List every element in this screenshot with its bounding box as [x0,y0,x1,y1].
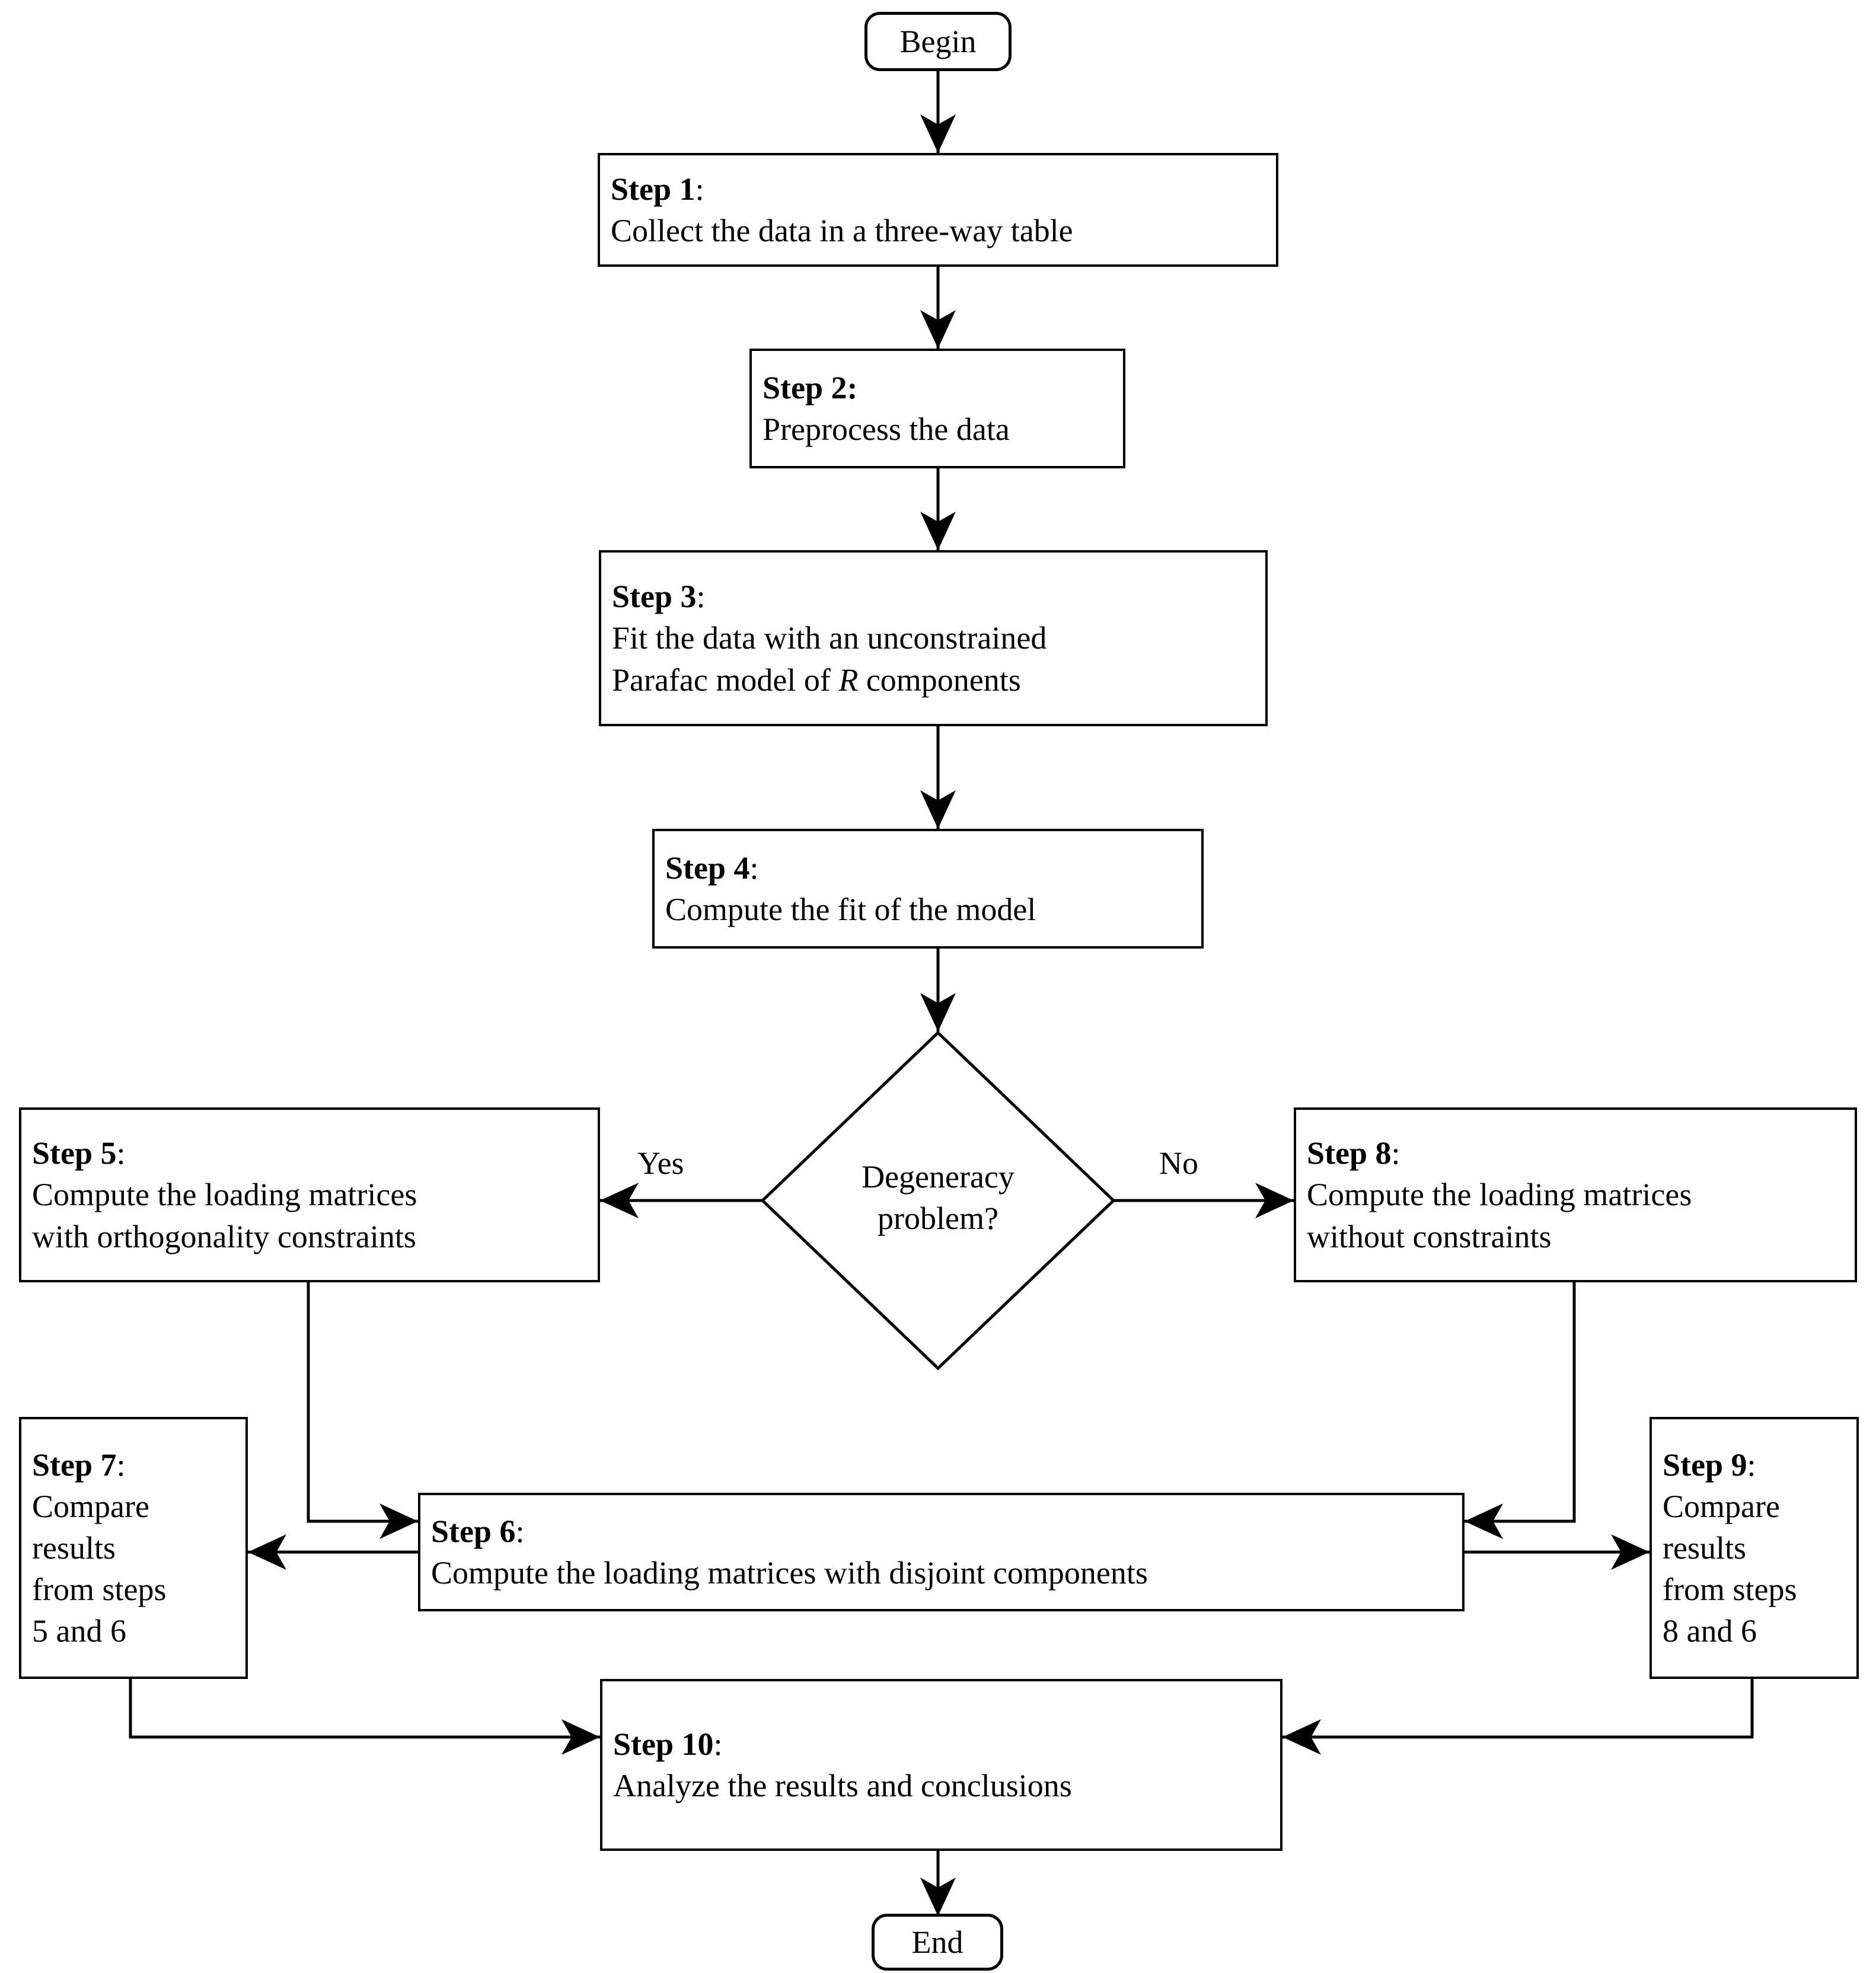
step4-heading: Step 4: [665,850,759,886]
step9-heading: Step 9: [1663,1447,1756,1483]
terminal-begin[interactable]: Begin [864,12,1012,71]
step9-body-line1: Compare [1663,1488,1780,1524]
node-step8[interactable]: Step 8: Compute the loading matrices wit… [1294,1107,1857,1282]
step10-heading: Step 10: [613,1726,723,1762]
node-step4[interactable]: Step 4: Compute the fit of the model [652,829,1204,949]
node-step2[interactable]: Step 2: Preprocess the data [749,349,1125,468]
step5-heading: Step 5: [32,1135,126,1171]
step5-body-line1: Compute the loading matrices [32,1177,417,1213]
decision-line1: Degeneracy [862,1159,1014,1195]
step7-body-line2: results [32,1530,116,1566]
node-step10[interactable]: Step 10: Analyze the results and conclus… [600,1679,1282,1851]
step7-heading: Step 7: [32,1447,126,1483]
step8-body-line2: without constraints [1307,1218,1552,1254]
step7-body-line4: 5 and 6 [32,1613,126,1649]
edge-step8-step6 [1465,1282,1576,1539]
edge-step5-step6 [307,1282,418,1539]
step4-body-line1: Compute the fit of the model [665,892,1036,927]
node-step7[interactable]: Step 7: Compare results from steps 5 and… [19,1417,248,1679]
step2-body-line1: Preprocess the data [762,411,1010,447]
step3-heading: Step 3: [612,579,706,615]
step1-body-line1: Collect the data in a three-way table [611,213,1073,248]
step9-body-line4: 8 and 6 [1663,1613,1757,1649]
edge-label-yes: Yes [637,1145,684,1181]
decision-diamond [760,1030,1116,1371]
node-step9[interactable]: Step 9: Compare results from steps 8 and… [1650,1417,1859,1679]
terminal-end-label: End [911,1924,963,1960]
step2-heading: Step 2: [762,369,858,406]
terminal-begin-label: Begin [899,24,977,59]
node-step6[interactable]: Step 6: Compute the loading matrices wit… [418,1493,1465,1611]
step9-body-line2: results [1663,1530,1746,1566]
step3-body-line1: Fit the data with an unconstrained [612,620,1047,656]
step6-heading: Step 6: [431,1513,525,1549]
step7-body-line1: Compare [32,1488,149,1524]
step1-heading: Step 1: [611,171,704,207]
step8-heading: Step 8: [1307,1135,1400,1171]
step10-body-line1: Analyze the results and conclusions [613,1768,1072,1803]
step9-body-line3: from steps [1663,1572,1797,1608]
edge-label-no: No [1159,1145,1198,1181]
node-step5[interactable]: Step 5: Compute the loading matrices wit… [19,1107,600,1282]
step8-body-line1: Compute the loading matrices [1307,1177,1692,1213]
decision-degeneracy-label: Degeneracy problem? [784,1156,1092,1239]
node-step3[interactable]: Step 3: Fit the data with an unconstrain… [599,550,1268,726]
step5-body-line2: with orthogonality constraints [32,1218,416,1254]
step3-body-line2: Parafac model of R components [612,662,1021,698]
decision-line2: problem? [878,1201,998,1237]
edge-step9-step10 [1282,1679,1754,1755]
edge-step7-step10 [129,1679,600,1755]
step6-body-line1: Compute the loading matrices with disjoi… [431,1555,1148,1591]
node-step1[interactable]: Step 1: Collect the data in a three-way … [598,153,1278,267]
terminal-end[interactable]: End [872,1914,1003,1971]
step7-body-line3: from steps [32,1572,167,1608]
